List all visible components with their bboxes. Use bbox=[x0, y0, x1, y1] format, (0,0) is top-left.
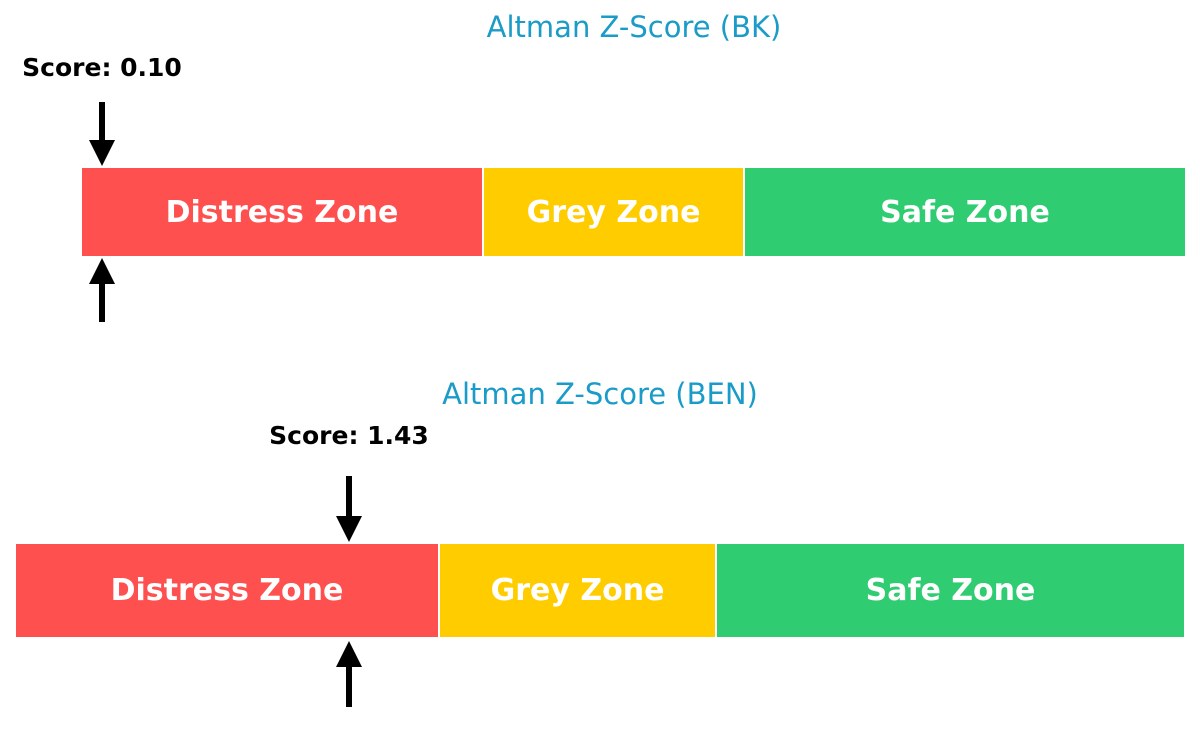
grey-zone: Grey Zone bbox=[438, 544, 715, 637]
zone-bar: Distress Zone Grey Zone Safe Zone bbox=[16, 544, 1184, 637]
arrow-up-icon bbox=[334, 641, 364, 707]
score-label: Score: 1.43 bbox=[269, 421, 429, 450]
arrow-down-icon bbox=[87, 102, 117, 166]
chart-title: Altman Z-Score (BEN) bbox=[442, 377, 758, 411]
zscore-chart-bk: Altman Z-Score (BK) Score: 0.10 Distress… bbox=[0, 0, 1200, 340]
arrow-up-icon bbox=[87, 258, 117, 322]
score-label: Score: 0.10 bbox=[22, 53, 182, 82]
safe-zone: Safe Zone bbox=[715, 544, 1184, 637]
grey-zone: Grey Zone bbox=[482, 168, 743, 256]
zone-bar: Distress Zone Grey Zone Safe Zone bbox=[82, 168, 1185, 256]
chart-title: Altman Z-Score (BK) bbox=[486, 10, 782, 44]
safe-zone: Safe Zone bbox=[743, 168, 1185, 256]
distress-zone: Distress Zone bbox=[82, 168, 482, 256]
distress-zone: Distress Zone bbox=[16, 544, 438, 637]
arrow-down-icon bbox=[334, 476, 364, 542]
